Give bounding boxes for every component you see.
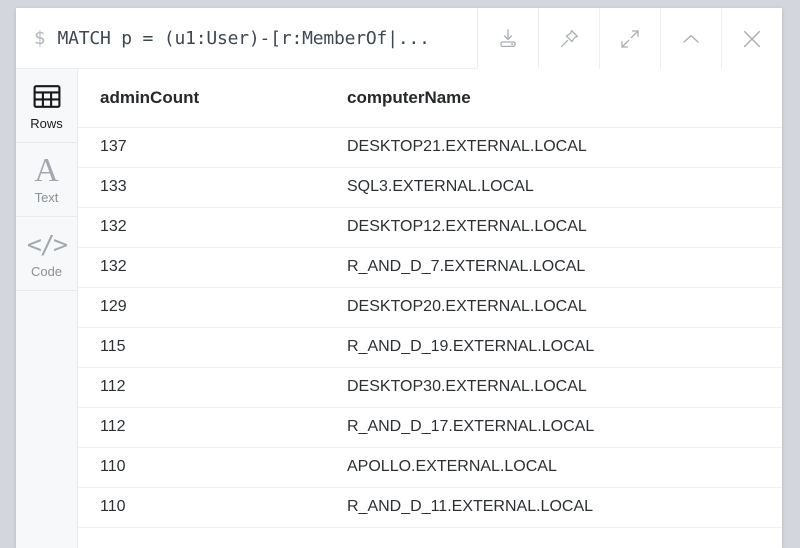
angle-brackets-icon: </>: [26, 230, 68, 259]
sidebar-item-text[interactable]: A Text: [16, 143, 77, 217]
table-header-row: adminCount computerName: [78, 69, 782, 128]
expand-button[interactable]: [599, 8, 660, 69]
cell-admincount: 112: [78, 407, 325, 448]
cell-computername: DESKTOP20.EXTERNAL.LOCAL: [325, 287, 782, 328]
cell-computername: R_AND_D_19.EXTERNAL.LOCAL: [325, 327, 782, 368]
column-header-computername[interactable]: computerName: [325, 69, 782, 128]
query-text: MATCH p = (u1:User)-[r:MemberOf|...: [57, 27, 430, 49]
expand-icon: [618, 27, 642, 51]
cell-admincount: 110: [78, 447, 325, 488]
view-mode-sidebar: Rows A Text </> Code: [16, 69, 78, 548]
table-grid-icon: [33, 82, 61, 112]
cell-admincount: 129: [78, 287, 325, 328]
cell-computername: SQL3.EXTERNAL.LOCAL: [325, 167, 782, 208]
cell-admincount: 115: [78, 327, 325, 368]
query-input[interactable]: $ MATCH p = (u1:User)-[r:MemberOf|...: [16, 8, 477, 68]
cell-computername: R_AND_D_17.EXTERNAL.LOCAL: [325, 407, 782, 448]
result-card: $ MATCH p = (u1:User)-[r:MemberOf|...: [16, 8, 782, 548]
download-icon: [496, 27, 520, 51]
prompt-symbol: $: [34, 26, 46, 49]
cell-admincount: 132: [78, 207, 325, 248]
pin-icon: [557, 27, 581, 51]
cell-admincount: 137: [78, 127, 325, 168]
sidebar-item-rows-label: Rows: [30, 115, 63, 131]
pin-button[interactable]: [538, 8, 599, 69]
cell-admincount: 132: [78, 247, 325, 288]
close-button[interactable]: [721, 8, 782, 69]
cell-computername: R_AND_D_11.EXTERNAL.LOCAL: [325, 487, 782, 528]
cell-admincount: 110: [78, 487, 325, 528]
cell-computername: R_AND_D_7.EXTERNAL.LOCAL: [325, 247, 782, 288]
cell-computername: APOLLO.EXTERNAL.LOCAL: [325, 447, 782, 488]
sidebar-item-code-label: Code: [30, 263, 63, 279]
cell-admincount: 133: [78, 167, 325, 208]
sidebar-item-code[interactable]: </> Code: [16, 217, 77, 291]
query-bar: $ MATCH p = (u1:User)-[r:MemberOf|...: [16, 8, 782, 69]
result-body: Rows A Text </> Code adminCount computer…: [16, 69, 782, 548]
column-header-admincount[interactable]: adminCount: [78, 69, 325, 128]
download-button[interactable]: [477, 8, 538, 69]
serif-a-icon: A: [34, 151, 59, 189]
cell-computername: DESKTOP12.EXTERNAL.LOCAL: [325, 207, 782, 248]
collapse-button[interactable]: [660, 8, 721, 69]
cell-computername: DESKTOP21.EXTERNAL.LOCAL: [325, 127, 782, 168]
query-toolbar: [477, 8, 782, 69]
sidebar-item-rows[interactable]: Rows: [16, 69, 77, 143]
sidebar-item-text-label: Text: [34, 189, 59, 205]
cell-computername: DESKTOP30.EXTERNAL.LOCAL: [325, 367, 782, 408]
close-icon: [739, 26, 765, 52]
cell-admincount: 112: [78, 367, 325, 408]
chevron-up-icon: [679, 27, 703, 51]
